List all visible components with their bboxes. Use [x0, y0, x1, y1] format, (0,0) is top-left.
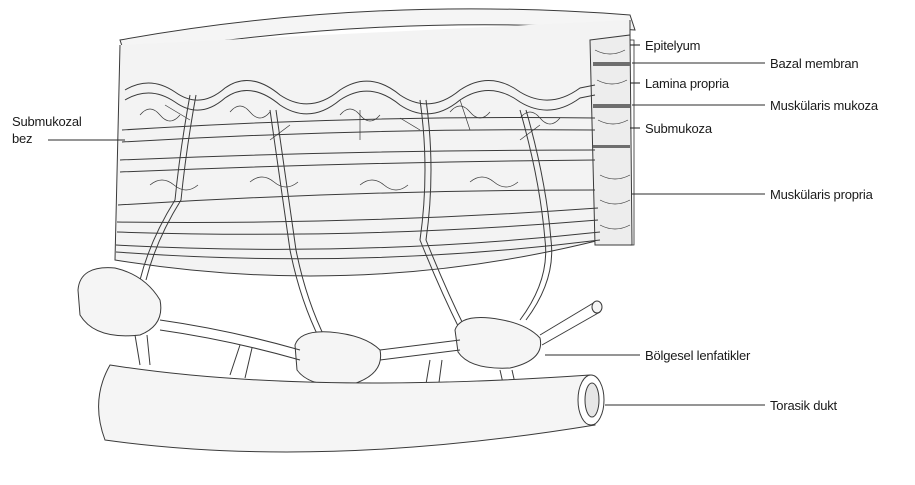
label-lamina-propria: Lamina propria — [645, 76, 729, 91]
tissue-block — [115, 9, 635, 276]
label-submukoza: Submukoza — [645, 121, 712, 136]
label-submukozal-bez-line1: Submukozal — [12, 114, 82, 129]
label-epitelyum: Epitelyum — [645, 38, 700, 53]
label-bazal-membran: Bazal membran — [770, 56, 858, 71]
label-muskularis-propria: Muskülaris propria — [770, 187, 873, 202]
label-submukozal-bez-line2: bez — [12, 131, 32, 146]
label-torasik-dukt: Torasik dukt — [770, 398, 837, 413]
label-muskularis-mukoza: Muskülaris mukoza — [770, 98, 878, 113]
label-bolgesel-lenfatikler: Bölgesel lenfatikler — [645, 348, 750, 363]
